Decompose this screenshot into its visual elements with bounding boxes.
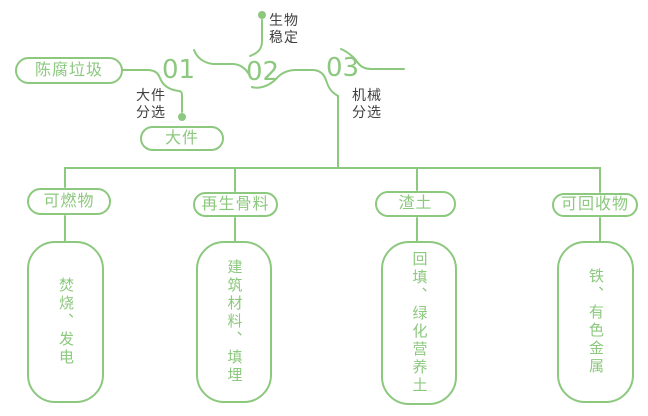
result-text: 回填、绿化营养土 xyxy=(410,251,428,395)
category-pill-recycled-aggregate: 再生骨料 xyxy=(193,192,278,217)
step-number-01: 01 xyxy=(162,55,196,85)
category-pill-combustibles: 可燃物 xyxy=(27,188,111,215)
category-pill-recyclables: 可回收物 xyxy=(552,193,638,217)
bio-branch-dot xyxy=(258,11,266,19)
result-box-metals: 铁、有色金属 xyxy=(557,241,634,403)
bulky-branch-dot xyxy=(178,113,186,121)
result-text: 焚烧、发电 xyxy=(57,277,74,367)
step-number-03: 03 xyxy=(326,53,360,83)
step-label-bio-stabilization: 生物 稳定 xyxy=(269,12,299,45)
step-label-bulky-sorting: 大件 分选 xyxy=(136,87,166,120)
source-pill: 陈腐垃圾 xyxy=(15,57,123,84)
bulky-output-pill: 大件 xyxy=(140,126,224,151)
category-pill-slag-soil: 渣土 xyxy=(375,191,456,217)
result-text: 铁、有色金属 xyxy=(587,268,604,376)
result-box-building-materials: 建筑材料、填埋 xyxy=(196,241,272,403)
result-text: 建筑材料、填埋 xyxy=(225,259,243,385)
step-number-02: 02 xyxy=(246,57,280,87)
step-label-mechanical-sorting: 机械 分选 xyxy=(352,87,382,120)
result-box-backfill: 回填、绿化营养土 xyxy=(381,241,457,405)
result-box-incineration: 焚烧、发电 xyxy=(27,241,104,403)
